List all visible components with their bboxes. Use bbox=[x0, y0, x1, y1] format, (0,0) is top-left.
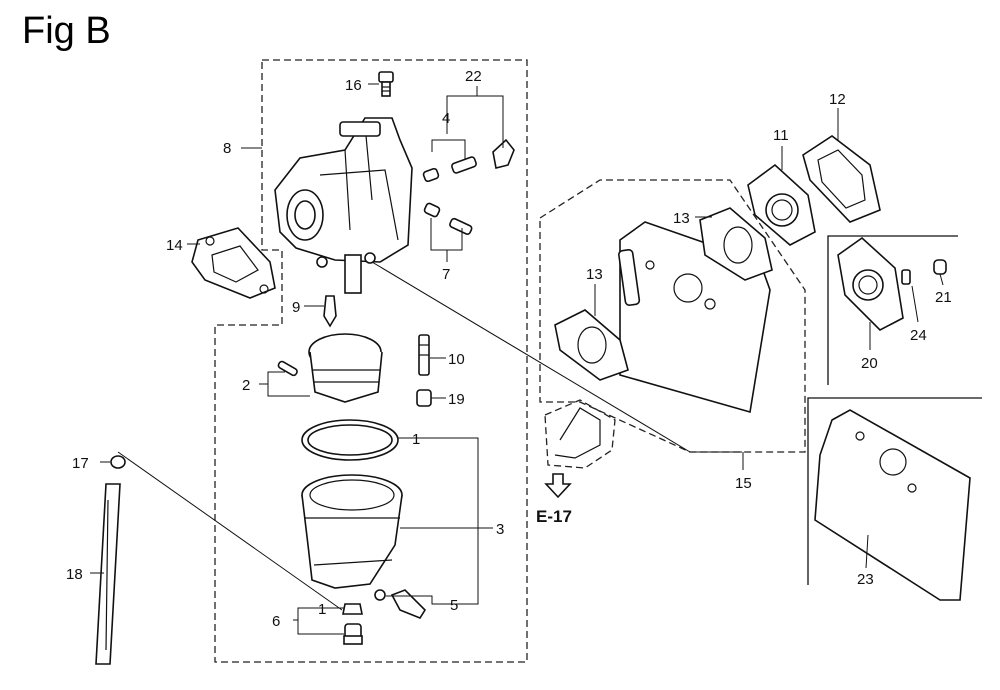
fuel-tube-18 bbox=[95, 483, 121, 665]
gasket-kit-boundary bbox=[539, 179, 806, 453]
bolt-6 bbox=[343, 623, 363, 645]
figure-title: Fig B bbox=[22, 10, 111, 52]
callout-1-upper: 1 bbox=[412, 431, 420, 448]
callout-14: 14 bbox=[166, 237, 183, 254]
callout-20: 20 bbox=[861, 355, 878, 372]
o-ring-1 bbox=[301, 419, 399, 461]
callout-17: 17 bbox=[72, 455, 89, 472]
pin-9 bbox=[323, 295, 337, 328]
callout-13-right: 13 bbox=[673, 210, 690, 227]
callout-24: 24 bbox=[910, 327, 927, 344]
callout-19: 19 bbox=[448, 391, 465, 408]
callout-15: 15 bbox=[735, 475, 752, 492]
reference-arrow-icon bbox=[544, 473, 572, 499]
group-23-boundary bbox=[807, 397, 982, 585]
callout-11: 11 bbox=[773, 127, 789, 144]
passage-outline bbox=[544, 399, 616, 469]
group-20-boundary bbox=[827, 235, 958, 385]
gasket-14 bbox=[191, 227, 276, 299]
clip-17 bbox=[110, 455, 126, 469]
gasket-12 bbox=[802, 135, 881, 223]
callout-16: 16 bbox=[345, 77, 362, 94]
callout-23: 23 bbox=[857, 571, 874, 588]
callout-6: 6 bbox=[272, 613, 280, 630]
callout-9: 9 bbox=[292, 299, 300, 316]
callout-22: 22 bbox=[465, 68, 482, 85]
gasket-13-left bbox=[554, 309, 629, 381]
needle-valve-10 bbox=[418, 334, 430, 376]
leader-line-17-to-6 bbox=[117, 451, 343, 611]
float-chamber-3 bbox=[301, 474, 403, 589]
leader-lines bbox=[90, 83, 944, 635]
carburetor-group-boundary bbox=[214, 59, 528, 663]
plate-20 bbox=[837, 236, 904, 331]
callout-5: 5 bbox=[450, 597, 458, 614]
main-jet-22 bbox=[492, 138, 515, 169]
leader-line-carb-to-15 bbox=[371, 261, 742, 453]
gasket-23 bbox=[814, 409, 971, 601]
carburetor-body bbox=[274, 117, 413, 294]
callout-4: 4 bbox=[442, 110, 450, 127]
drain-screw-5 bbox=[374, 589, 427, 619]
callout-2: 2 bbox=[242, 377, 250, 394]
callout-12: 12 bbox=[829, 91, 846, 108]
gasket-13-right bbox=[699, 207, 773, 281]
washer-1 bbox=[342, 603, 363, 615]
screw-24 bbox=[901, 269, 911, 285]
callout-13-left: 13 bbox=[586, 266, 603, 283]
callout-1-lower: 1 bbox=[318, 601, 326, 618]
screw-16 bbox=[378, 71, 394, 97]
float-pin-19 bbox=[416, 389, 432, 407]
float-2 bbox=[277, 333, 383, 403]
plate-11 bbox=[747, 163, 816, 246]
pilot-screw-4 bbox=[422, 156, 477, 183]
callout-21: 21 bbox=[935, 289, 952, 306]
callout-7: 7 bbox=[442, 266, 450, 283]
callout-18: 18 bbox=[66, 566, 83, 583]
callout-8: 8 bbox=[223, 140, 231, 157]
cap-21 bbox=[933, 259, 947, 275]
callout-10: 10 bbox=[448, 351, 465, 368]
callout-3: 3 bbox=[496, 521, 504, 538]
reference-label-e17: E-17 bbox=[536, 507, 572, 526]
jet-assembly-7 bbox=[423, 202, 473, 235]
